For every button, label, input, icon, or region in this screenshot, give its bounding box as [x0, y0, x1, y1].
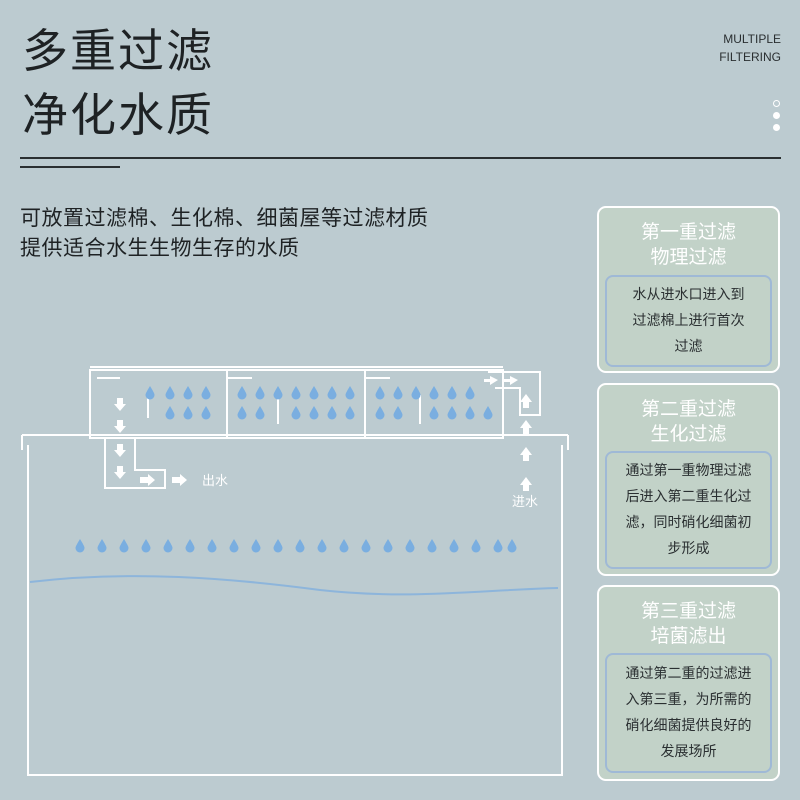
dot-indicator [773, 100, 780, 107]
dot-indicator [773, 112, 780, 119]
card-title-line2: 生化过滤 [650, 423, 727, 445]
outlet-pipe [104, 438, 166, 489]
card-title-line1: 第二重过滤 [640, 398, 736, 420]
top-filter-box [89, 366, 504, 439]
english-subtitle-line1: MULTIPLE [723, 32, 781, 46]
filter-stage-card-2: 第二重过滤 生化过滤 通过第一重物理过滤 后进入第二重生化过 滤，同时硝化细菌初… [597, 383, 780, 576]
card-description: 水从进水口进入到 过滤棉上进行首次 过滤 [605, 275, 772, 367]
page-title-line1: 多重过滤 [22, 24, 214, 78]
english-subtitle-line2: FILTERING [719, 50, 781, 64]
card-text-line: 后进入第二重生化过 [625, 489, 752, 505]
card-text-line: 过滤棉上进行首次 [632, 313, 745, 329]
dot-indicator [773, 124, 780, 131]
description: 可放置过滤棉、生化棉、细菌屋等过滤材质 提供适合水生生物生存的水质 [20, 203, 429, 263]
card-title: 第三重过滤 培菌滤出 [599, 599, 778, 649]
card-text-line: 滤，同时硝化细菌初 [625, 515, 752, 531]
filter-stage-card-3: 第三重过滤 培菌滤出 通过第二重的过滤进 入第三重，为所需的 硝化细菌提供良好的… [597, 585, 780, 781]
card-title: 第一重过滤 物理过滤 [599, 220, 778, 270]
card-description: 通过第一重物理过滤 后进入第二重生化过 滤，同时硝化细菌初 步形成 [605, 451, 772, 569]
pagination-dots [773, 100, 780, 136]
description-line1: 可放置过滤棉、生化棉、细菌屋等过滤材质 [20, 206, 429, 230]
card-description: 通过第二重的过滤进 入第三重，为所需的 硝化细菌提供良好的 发展场所 [605, 653, 772, 773]
card-text-line: 硝化细菌提供良好的 [625, 718, 752, 734]
inlet-label: 进水 [512, 495, 538, 510]
card-text-line: 通过第二重的过滤进 [625, 666, 752, 682]
card-title-line2: 物理过滤 [650, 246, 727, 268]
aquarium-tank [21, 434, 569, 776]
english-subtitle: MULTIPLE FILTERING [719, 30, 781, 66]
card-title: 第二重过滤 生化过滤 [599, 397, 778, 447]
card-text-line: 步形成 [667, 541, 710, 557]
card-text-line: 入第三重，为所需的 [625, 692, 752, 708]
filter-water-drops [145, 386, 493, 420]
outlet-label: 出水 [202, 474, 228, 489]
page-title-line2: 净化水质 [22, 88, 214, 142]
header-divider [20, 157, 781, 159]
filter-stage-card-1: 第一重过滤 物理过滤 水从进水口进入到 过滤棉上进行首次 过滤 [597, 206, 780, 373]
header-divider-short [20, 166, 120, 168]
card-text-line: 水从进水口进入到 [632, 287, 745, 303]
card-title-line2: 培菌滤出 [650, 625, 727, 647]
inlet-pipe [488, 371, 541, 416]
card-text-line: 通过第一重物理过滤 [625, 463, 752, 479]
falling-water-drops [75, 539, 517, 553]
flow-arrows [114, 376, 532, 491]
card-text-line: 过滤 [674, 339, 703, 355]
card-title-line1: 第一重过滤 [640, 221, 736, 243]
card-text-line: 发展场所 [660, 744, 717, 760]
card-title-line1: 第三重过滤 [640, 600, 736, 622]
description-line2: 提供适合水生生物生存的水质 [20, 236, 300, 260]
water-surface [29, 575, 559, 596]
